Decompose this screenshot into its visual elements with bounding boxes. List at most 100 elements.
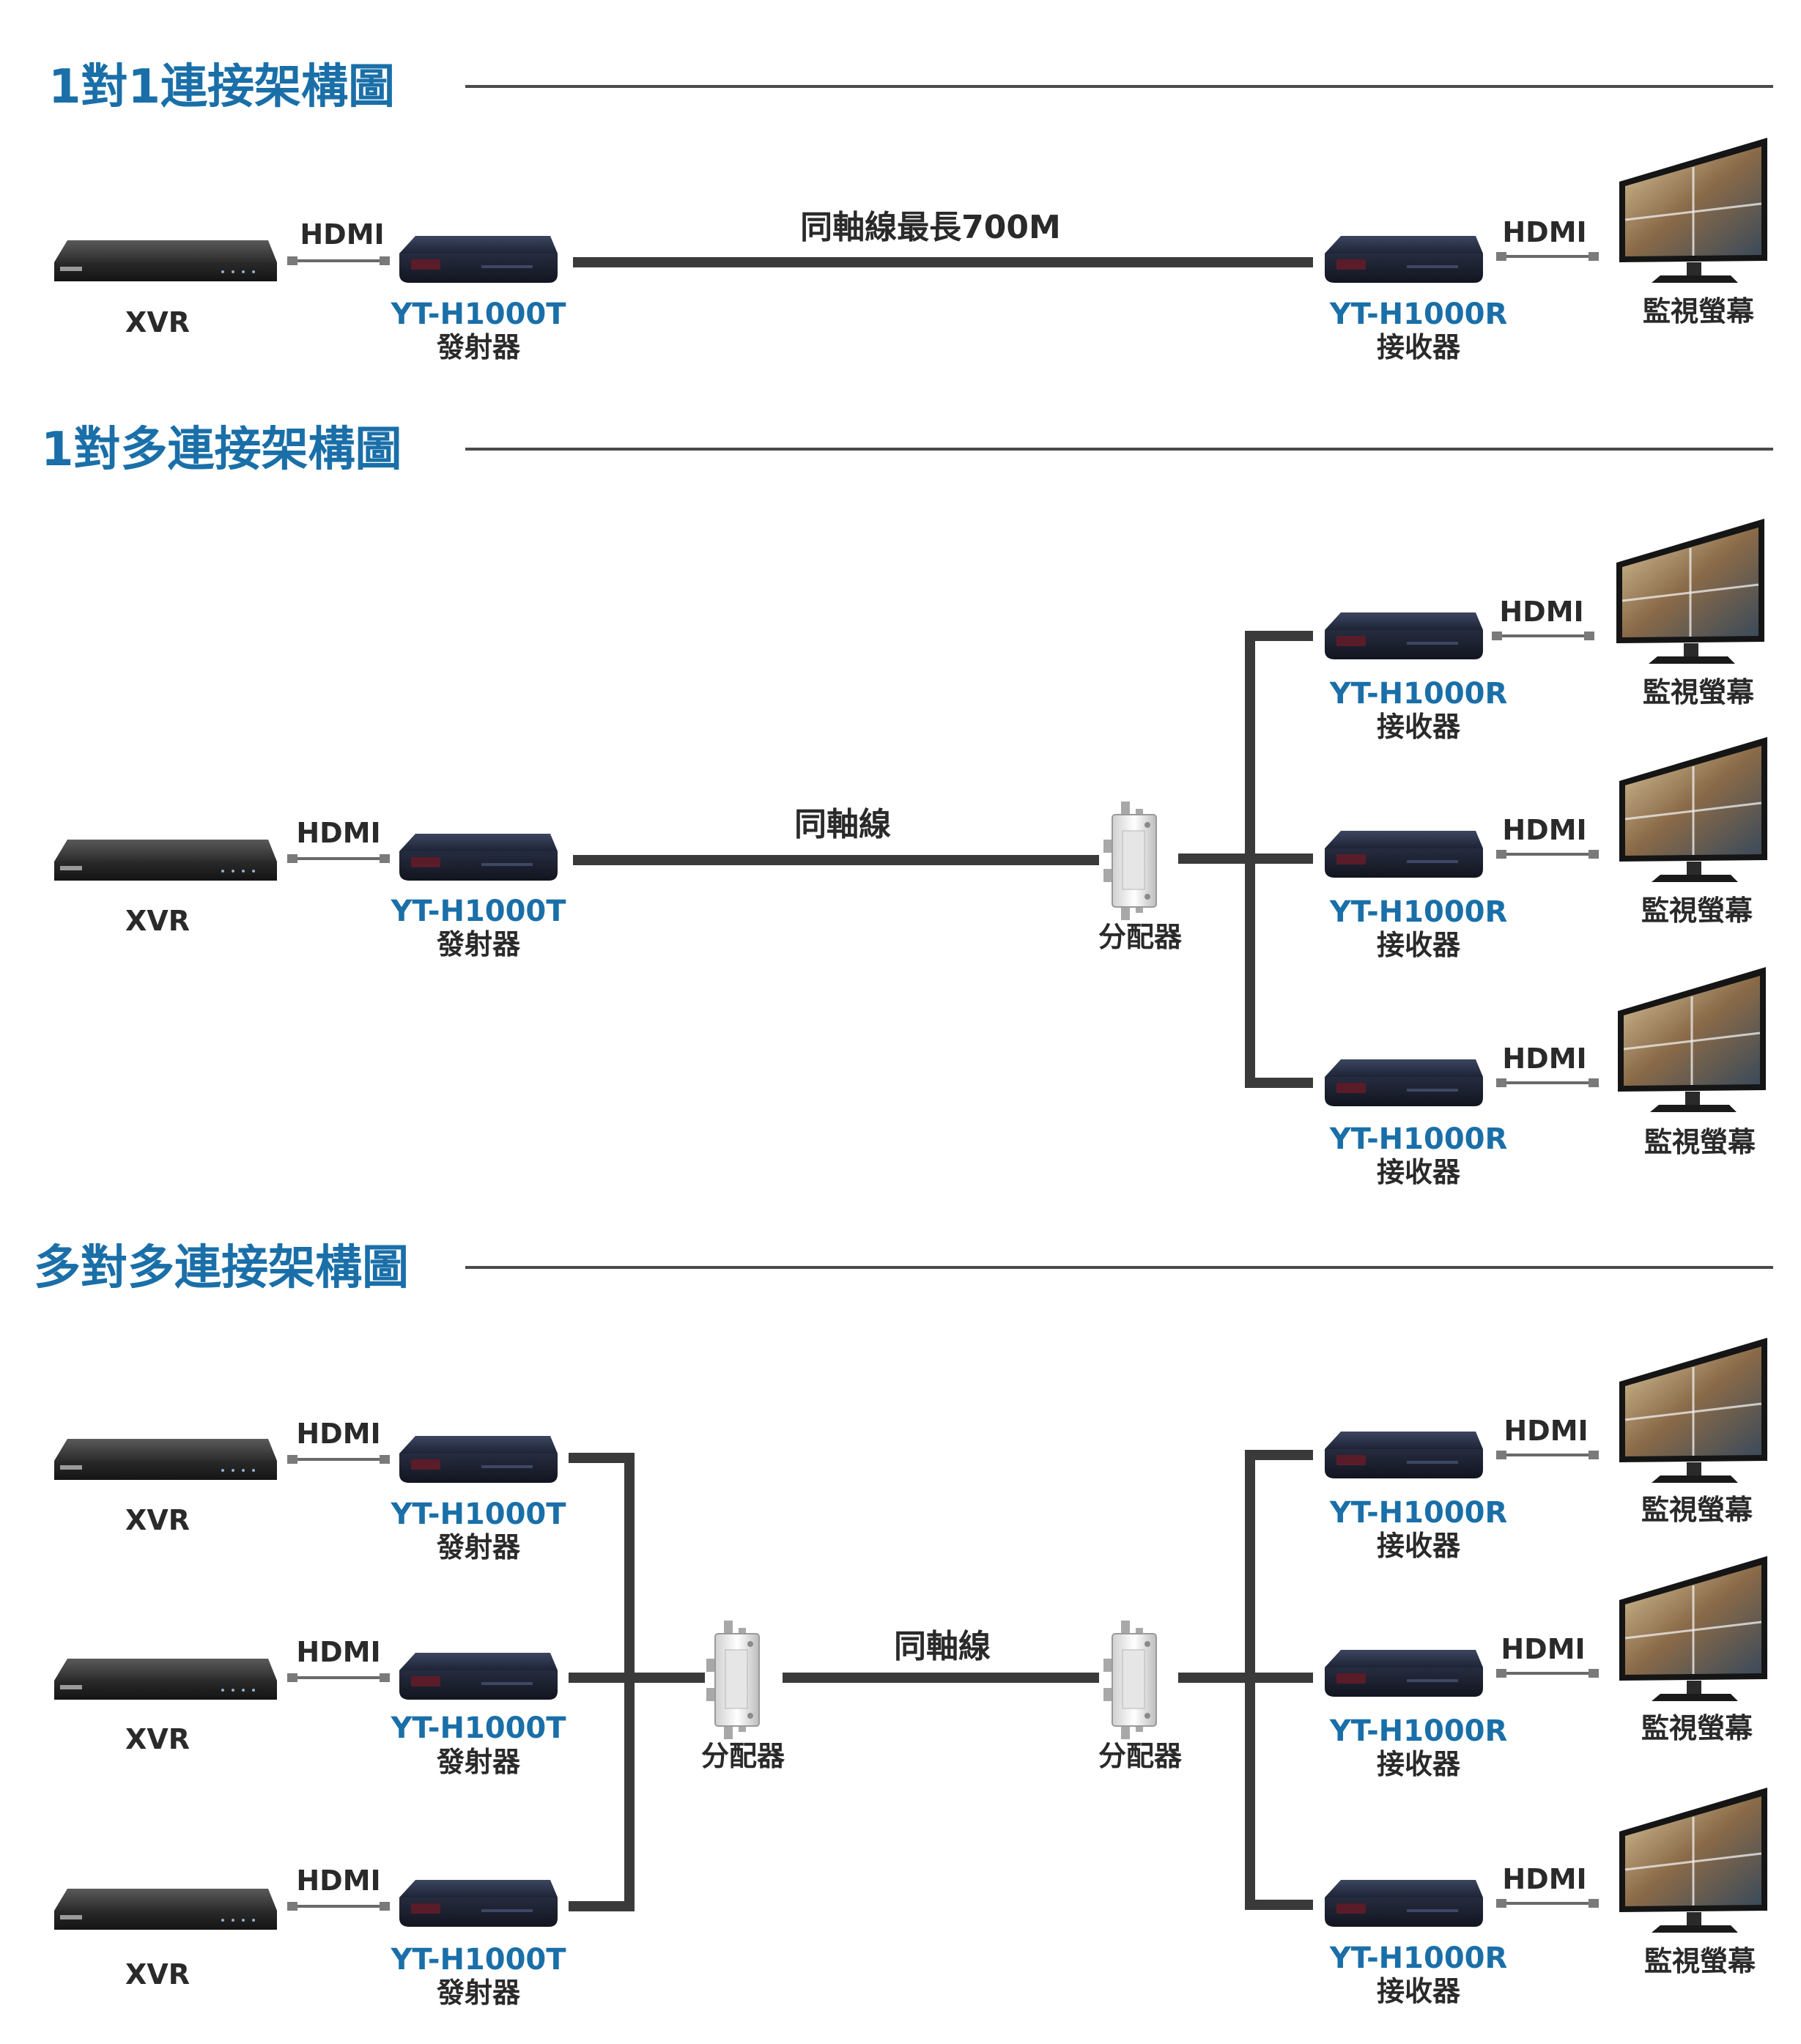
transmitter-label: 發射器 [436,1746,521,1778]
receiver-label: 接收器 [1377,1975,1461,2007]
receiver-model: YT-H1000R [1329,1714,1508,1748]
xvr-label: XVR [125,1504,190,1536]
splitter-branches [1178,1450,1313,1910]
section-title: 1對1連接架構圖 [48,60,395,114]
monitor [1618,136,1769,284]
transmitter-model: YT-H1000T [390,895,566,928]
section-one-to-many: 1對多連接架構圖 XVR HDMI YT-H1000T 發射器 同軸線 分配器 … [41,423,1773,1188]
monitor [1618,1555,1769,1703]
section-one-to-one: 1對1連接架構圖 XVR HDMI YT-H1000T 發射器 同軸線最長700… [48,60,1773,363]
hdmi-label: HDMI [1502,216,1586,248]
transmitter-label: 發射器 [436,928,521,960]
transmitter-label: 發射器 [436,1977,521,2009]
hdmi-label: HDMI [296,1865,380,1897]
hdmi-cable [1495,1897,1600,1909]
section-title: 1對多連接架構圖 [41,423,402,477]
monitor [1615,517,1766,665]
receiver-model: YT-H1000R [1329,1122,1508,1156]
transmitter-box [399,1880,558,1927]
hdmi-label: HDMI [296,1636,380,1668]
xvr-recorder [54,1439,277,1480]
receiver-box [1325,236,1483,283]
hdmi-label: HDMI [1504,1415,1588,1447]
section-many-to-many: 多對多連接架構圖 XVR HDMI YT-H1000T 發射器 XVR HDMI… [34,1241,1773,2009]
splitter [1103,801,1157,921]
transmitter-model: YT-H1000T [390,297,566,331]
receiver-label: 接收器 [1377,929,1461,961]
hdmi-cable [1495,251,1600,262]
receiver-label: 接收器 [1377,711,1461,743]
hdmi-label: HDMI [296,1418,380,1450]
receiver-model: YT-H1000R [1329,297,1508,331]
hdmi-label: HDMI [1502,814,1586,846]
xvr-label: XVR [125,306,190,338]
splitter [706,1620,760,1740]
hdmi-label: HDMI [1501,1633,1585,1665]
transmitter-label: 發射器 [436,331,521,363]
monitor [1618,1786,1769,1934]
transmitter-merge-lines [569,1453,705,1911]
transmitter-box [399,1653,558,1700]
receiver-model: YT-H1000R [1329,895,1508,929]
xvr-recorder [54,1659,277,1700]
receiver-box [1325,1059,1483,1106]
xvr-label: XVR [125,1723,190,1755]
hdmi-cable [1495,1449,1600,1461]
splitter [1103,1620,1157,1740]
coax-label: 同軸線 [894,1628,991,1665]
receiver-label: 接收器 [1377,1748,1461,1780]
hdmi-label: HDMI [1502,1043,1586,1075]
monitor-label: 監視螢幕 [1641,1494,1753,1526]
xvr-recorder [54,1889,277,1930]
hdmi-label: HDMI [296,817,380,849]
monitor [1618,736,1769,884]
hdmi-cable [1495,848,1600,860]
xvr-recorder [54,840,277,881]
coax-label: 同軸線 [794,806,891,843]
transmitter-model: YT-H1000T [390,1497,566,1531]
monitor-label: 監視螢幕 [1641,895,1753,927]
hdmi-label: HDMI [1502,1863,1586,1895]
section-title: 多對多連接架構圖 [34,1241,409,1295]
receiver-model: YT-H1000R [1329,677,1508,711]
monitor-label: 監視螢幕 [1644,1945,1756,1977]
receiver-model: YT-H1000R [1329,1941,1508,1975]
transmitter-box [399,236,558,283]
xvr-recorder [54,240,277,281]
hdmi-cable [1495,1667,1600,1679]
hdmi-cable [286,255,391,267]
monitor [1616,966,1767,1114]
transmitter-model: YT-H1000T [390,1711,566,1745]
hdmi-cable [286,1900,391,1912]
monitor-label: 監視螢幕 [1643,676,1755,708]
receiver-label: 接收器 [1377,1156,1461,1188]
transmitter-box [399,1436,558,1483]
receiver-model: YT-H1000R [1329,1496,1508,1530]
receiver-box [1325,612,1483,659]
monitor-label: 監視螢幕 [1644,1126,1756,1158]
monitor-label: 監視螢幕 [1641,1712,1753,1744]
coax-label: 同軸線最長700M [800,209,1061,246]
splitter-label: 分配器 [1098,921,1183,953]
receiver-box [1325,1432,1483,1478]
monitor-label: 監視螢幕 [1643,295,1755,327]
transmitter-model: YT-H1000T [390,1943,566,1977]
receiver-box [1325,1880,1483,1927]
hdmi-cable [286,853,391,864]
hdmi-cable [286,1672,391,1684]
hdmi-label: HDMI [300,218,384,251]
transmitter-box [399,834,558,881]
xvr-label: XVR [125,1958,190,1991]
hdmi-cable [286,1454,391,1465]
splitter-branches [1178,631,1313,1088]
receiver-box [1325,1650,1483,1697]
hdmi-label: HDMI [1499,596,1583,628]
hdmi-cable [1495,1077,1600,1089]
transmitter-label: 發射器 [436,1531,521,1563]
hdmi-cable [1490,630,1596,642]
receiver-box [1325,831,1483,878]
xvr-label: XVR [125,905,190,937]
receiver-label: 接收器 [1377,331,1461,363]
monitor [1618,1336,1769,1484]
